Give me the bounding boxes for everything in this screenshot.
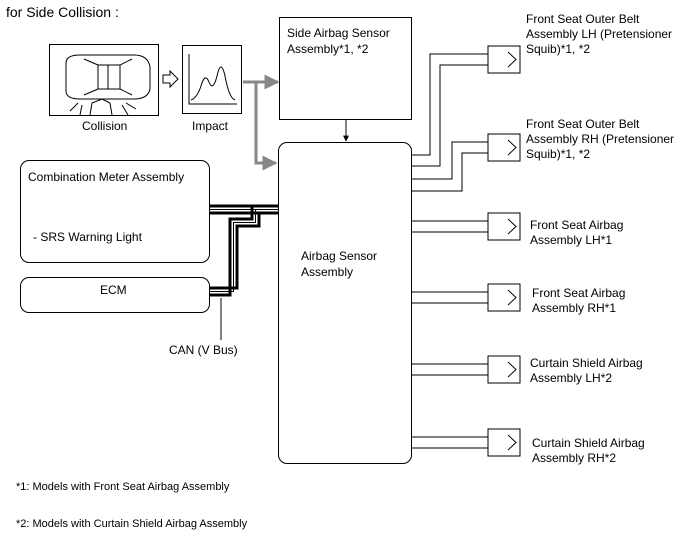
- can-bus-lines: [210, 204, 278, 340]
- output-seat-lh-line2: Assembly LH*1: [530, 233, 613, 247]
- output-curtain-rh-line1: Curtain Shield Airbag: [532, 436, 645, 450]
- output-seat-rh-line1: Front Seat Airbag: [532, 286, 626, 300]
- combination-meter-box: Combination Meter Assembly - SRS Warning…: [20, 160, 210, 263]
- output-belt-lh-line1: Front Seat Outer Belt: [526, 12, 640, 26]
- side-airbag-sensor-box: Side Airbag Sensor Assembly*1, *2: [279, 17, 412, 120]
- airbag-sensor-line2: Assembly: [301, 265, 354, 279]
- side-sensor-line1: Side Airbag Sensor: [287, 26, 390, 40]
- car-collision-icon: [65, 54, 151, 116]
- collision-illustration: [49, 44, 159, 116]
- srs-warning-light-label: - SRS Warning Light: [33, 230, 142, 244]
- airbag-sensor-line1: Airbag Sensor: [301, 249, 378, 263]
- connector-symbols: [487, 45, 521, 457]
- collision-label: Collision: [82, 119, 128, 133]
- output-wires: [412, 53, 494, 449]
- output-seat-lh-line1: Front Seat Airbag: [530, 218, 624, 232]
- output-belt-lh-line2: Assembly LH (Pretensioner: [526, 27, 673, 41]
- collision-to-impact-arrow: [162, 69, 179, 89]
- connector-curtain-lh: [487, 355, 521, 384]
- connector-curtain-rh: [487, 428, 521, 457]
- output-belt-rh-line2: Assembly RH (Pretensioner: [526, 132, 675, 146]
- side-sensor-line2: Assembly*1, *2: [287, 42, 369, 56]
- output-belt-rh-line1: Front Seat Outer Belt: [526, 117, 640, 131]
- connector-belt-rh: [487, 133, 521, 162]
- output-curtain-lh-line1: Curtain Shield Airbag: [530, 356, 643, 370]
- airbag-sensor-box: Airbag Sensor Assembly: [278, 142, 412, 464]
- output-seat-rh-line2: Assembly RH*1: [532, 301, 617, 315]
- output-curtain-lh-line2: Assembly LH*2: [530, 371, 613, 385]
- connector-seat-lh: [487, 212, 521, 241]
- connector-belt-lh: [487, 45, 521, 74]
- output-belt-rh-line3: Squib)*1, *2: [526, 147, 591, 161]
- impact-graph: [182, 45, 242, 114]
- diagram-title: for Side Collision :: [6, 4, 119, 20]
- footnote-1: *1: Models with Front Seat Airbag Assemb…: [16, 481, 230, 493]
- footnote-2: *2: Models with Curtain Shield Airbag As…: [16, 518, 248, 530]
- ecm-box: ECM: [20, 277, 210, 313]
- output-curtain-rh-line2: Assembly RH*2: [532, 451, 617, 465]
- can-bus-label: CAN (V Bus): [169, 343, 238, 357]
- connector-seat-rh: [487, 283, 521, 312]
- impact-signal-arrows: [243, 74, 280, 171]
- output-belt-lh-line3: Squib)*1, *2: [526, 42, 591, 56]
- impact-label: Impact: [192, 119, 229, 133]
- combination-meter-title: Combination Meter Assembly: [28, 170, 185, 184]
- ecm-label: ECM: [100, 283, 127, 297]
- impact-waveform-icon: [188, 54, 237, 105]
